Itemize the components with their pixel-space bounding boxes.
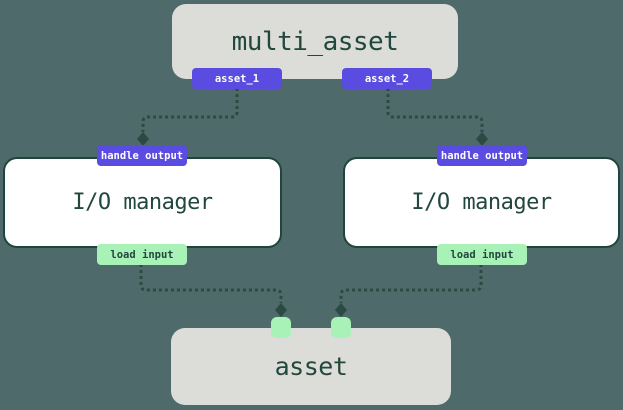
handle-output-right-label: handle output: [440, 149, 524, 162]
asset-input-handle-right: [331, 317, 351, 338]
asset-1-badge-label: asset_1: [214, 72, 260, 85]
diamond-arrowhead: [275, 303, 287, 317]
asset-input-handle-left: [271, 317, 291, 338]
output-badge-asset-1: asset_1: [192, 68, 282, 89]
node-multi-asset: multi_asset: [172, 4, 458, 79]
node-io-manager-left: I/O manager: [3, 157, 282, 248]
diamond-arrowhead: [335, 303, 347, 317]
io-manager-right-label: I/O manager: [411, 190, 552, 215]
asset-label: asset: [274, 352, 348, 381]
multi-asset-label: multi_asset: [231, 26, 399, 57]
handle-output-badge-right: handle output: [437, 145, 527, 166]
diamond-arrowhead: [476, 132, 488, 146]
load-input-badge-left: load input: [97, 244, 187, 265]
diamond-arrowhead: [137, 132, 149, 146]
edge-load-input-right-to-asset: [339, 264, 483, 303]
edge-asset1-to-handle-output: [141, 88, 239, 132]
handle-output-left-label: handle output: [100, 149, 184, 162]
load-input-left-label: load input: [110, 248, 174, 261]
node-asset: asset: [171, 328, 451, 405]
edge-load-input-left-to-asset: [139, 264, 283, 303]
load-input-right-label: load input: [450, 248, 514, 261]
load-input-badge-right: load input: [437, 244, 527, 265]
io-manager-left-label: I/O manager: [72, 190, 213, 215]
handle-output-badge-left: handle output: [97, 145, 187, 166]
edge-asset2-to-handle-output: [386, 88, 484, 132]
asset-2-badge-label: asset_2: [364, 72, 410, 85]
output-badge-asset-2: asset_2: [342, 68, 432, 89]
